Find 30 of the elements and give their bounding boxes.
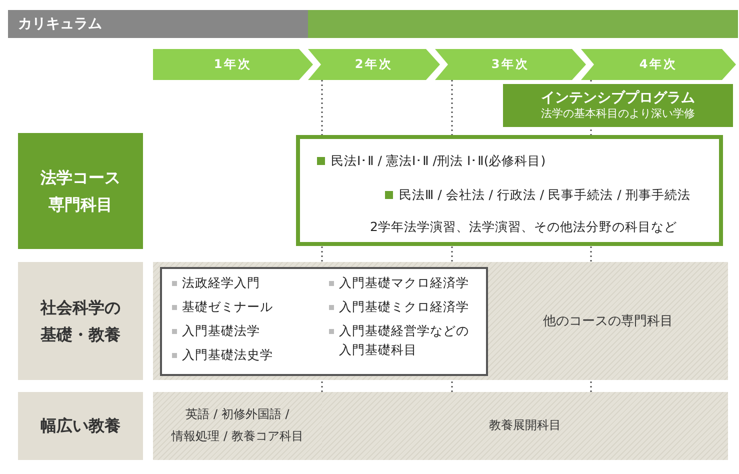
year-banner [308,49,440,80]
course-box [296,135,723,246]
year-label: 4年次 [639,56,678,73]
program-title: インテンシブプログラム [541,89,695,108]
row-label: 幅広い教養 [40,415,122,438]
program-box [503,84,733,127]
cell-text: 教養展開科目 [489,417,561,434]
hatched-cell [322,392,728,460]
row-label-panel [18,262,143,380]
year-label: 2年次 [354,56,394,73]
header-title: カリキュラム [18,15,102,33]
program-subtitle: 法学の基本科目のより深い学修 [541,107,695,122]
cell-text: 英語 / 初修外国語 / 情報処理 / 教養コア科目 [170,406,304,445]
band-text: 他のコースの専門科目 [542,313,674,330]
hatched-band [153,262,728,380]
year-banner [581,49,736,80]
row-label: 社会科学の基礎・教養 [39,296,122,346]
year-label: 1年次 [214,56,252,73]
course-subjects: 2学年法学演習、法学演習、その他法分野の科目など [370,219,677,236]
hatched-cell [153,392,322,460]
year-banner [153,49,313,80]
header-bar [8,10,738,38]
year-label: 3年次 [491,56,530,73]
course-subjects: 民法Ⅲ / 会社法 / 行政法 / 民事手続法 / 刑事手続法 [385,187,690,204]
year-banner [435,49,586,80]
row-label: 法学コース専門科目 [40,166,122,216]
subject-list-box [160,267,488,376]
row-label-panel [18,392,143,460]
row-label-panel [18,133,143,249]
course-subjects: 民法Ⅰ･Ⅱ / 憲法Ⅰ･Ⅱ /刑法 Ⅰ･Ⅱ(必修科目) [317,153,546,170]
